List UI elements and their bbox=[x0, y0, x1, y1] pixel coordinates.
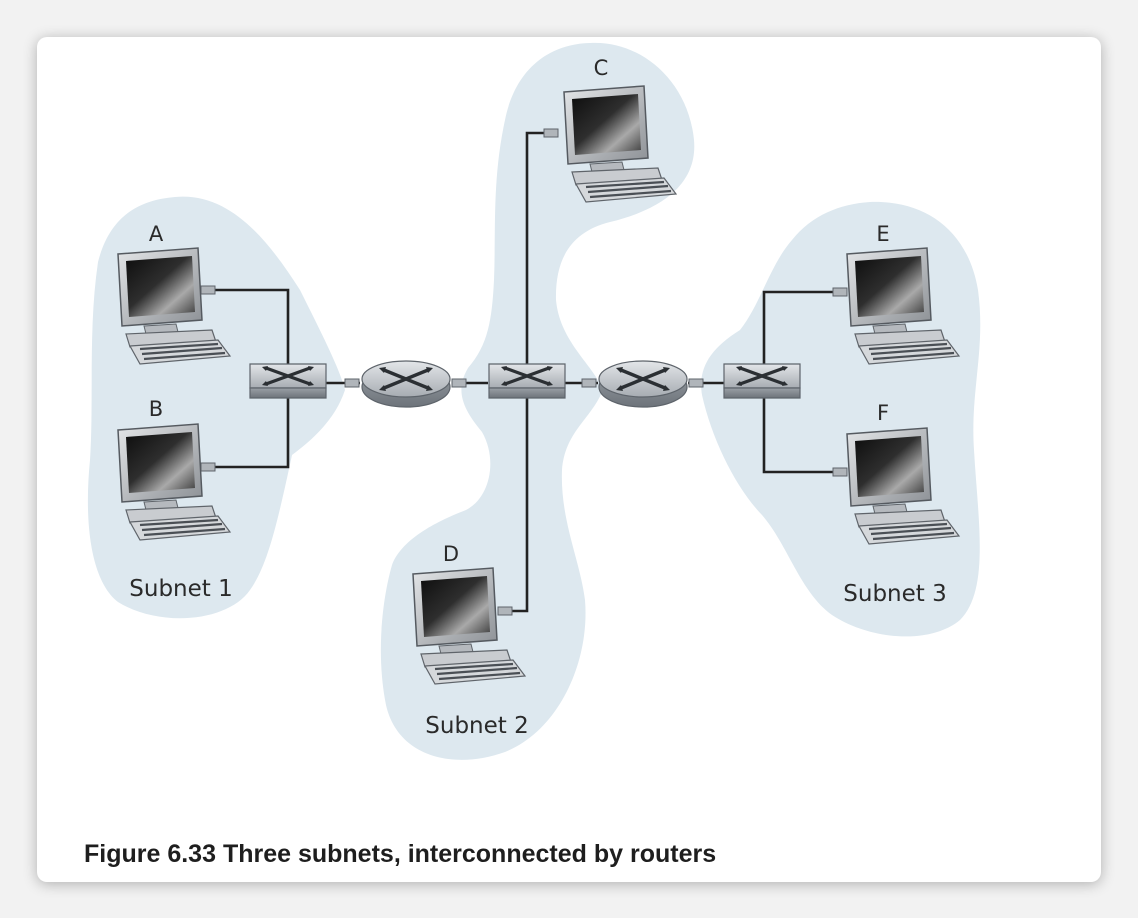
subnet-label-3: Subnet 3 bbox=[843, 581, 946, 607]
host-label-a: A bbox=[149, 222, 164, 246]
switch-subnet-1 bbox=[248, 362, 328, 400]
switch-subnet-2 bbox=[487, 362, 567, 400]
figure-caption: Figure 6.33 Three subnets, interconnecte… bbox=[84, 840, 717, 868]
host-label-d: D bbox=[443, 542, 459, 566]
host-label-e: E bbox=[876, 222, 889, 246]
host-label-f: F bbox=[877, 401, 889, 425]
router-right bbox=[597, 359, 689, 409]
host-label-b: B bbox=[149, 397, 163, 421]
switch-subnet-3 bbox=[722, 362, 802, 400]
host-label-c: C bbox=[594, 56, 609, 80]
router-left bbox=[360, 359, 452, 409]
subnet-region-3 bbox=[701, 201, 981, 637]
subnet-label-1: Subnet 1 bbox=[129, 576, 232, 602]
subnet-label-2: Subnet 2 bbox=[425, 713, 528, 739]
